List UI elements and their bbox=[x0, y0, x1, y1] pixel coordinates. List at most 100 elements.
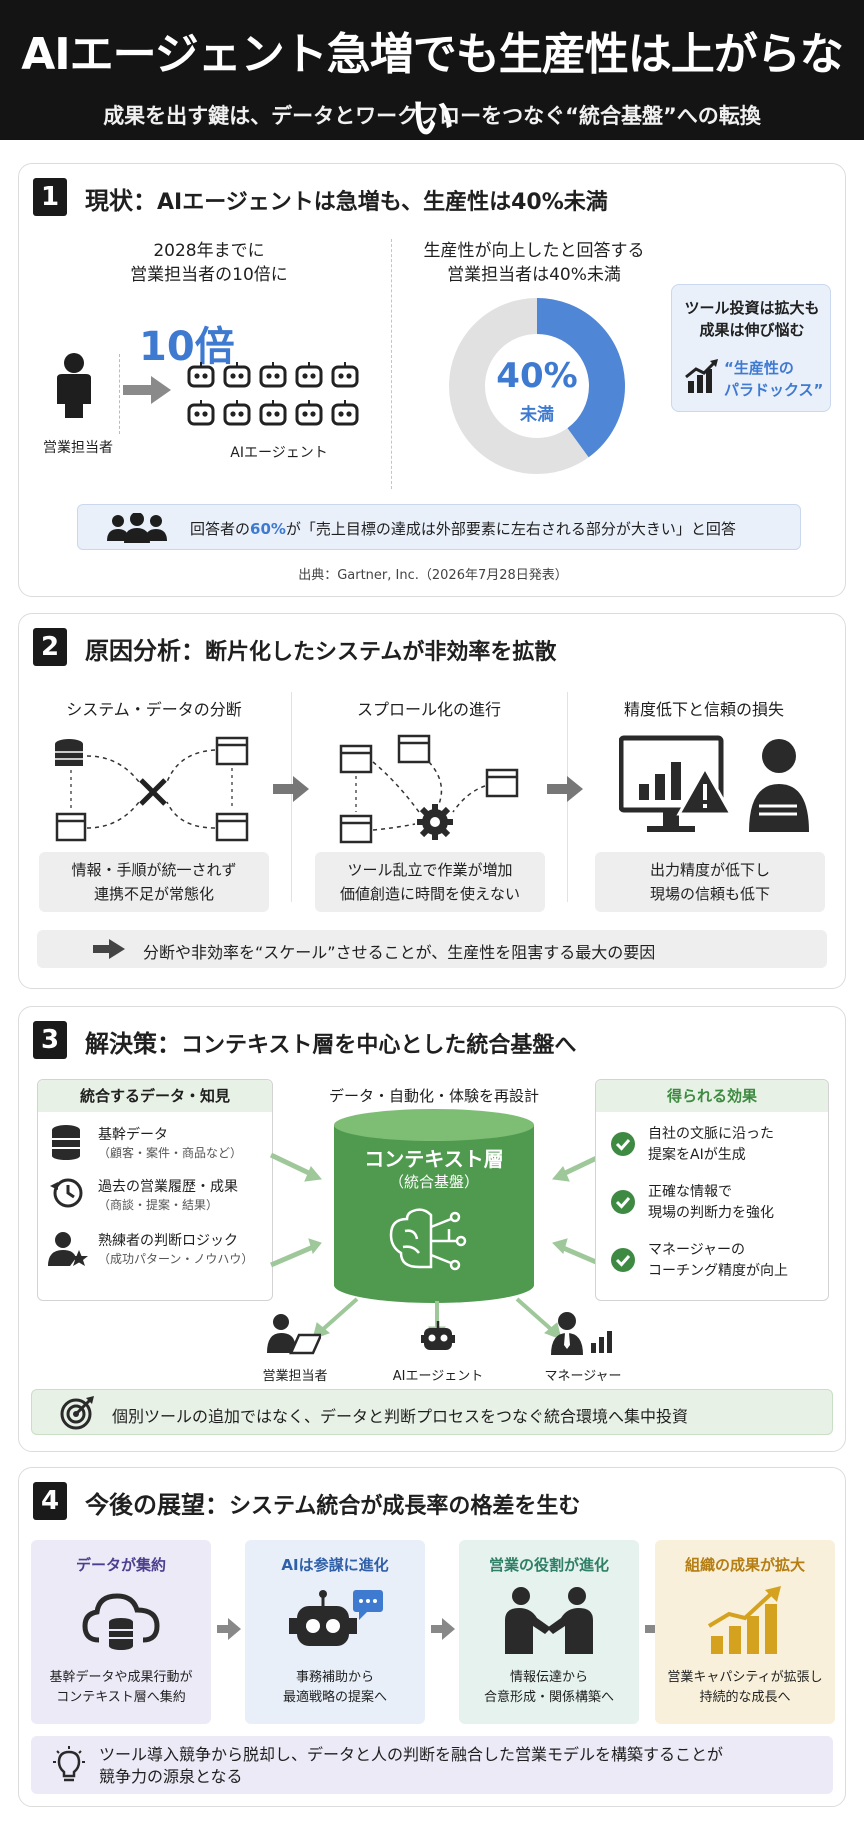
lightbulb-icon bbox=[53, 1746, 85, 1782]
redesign-caption: データ・自動化・体験を再設計 bbox=[328, 1087, 539, 1105]
item-sub: （成功パターン・ノウハウ） bbox=[98, 1252, 254, 1266]
section-title: 現状：AIエージェントは急増も、生産性は40%未満 bbox=[85, 187, 608, 215]
ai-agent-robot-icon bbox=[331, 362, 359, 388]
source-note: 出典：Gartner, Inc.（2026年7月28日発表） bbox=[298, 568, 568, 583]
handshake-icon bbox=[505, 1587, 593, 1654]
ai-agent-robot-icon bbox=[331, 400, 359, 426]
section-number: 4 bbox=[33, 1482, 67, 1520]
integrated-data-panel: 統合するデータ・知見 基幹データ （顧客・案件・商品など） 過去の営業履歴・成果… bbox=[37, 1079, 273, 1301]
cylinder-title: コンテキスト層 bbox=[364, 1147, 504, 1171]
survey-text: 回答者の60%が「売上目標の達成は外部要素に左右される部分が大きい」と回答 bbox=[190, 520, 736, 538]
ai-agent-robot-icon bbox=[187, 400, 215, 426]
section-solution: 3 解決策：コンテキスト層を中心とした統合基盤へ 統合するデータ・知見 基幹デー… bbox=[18, 1006, 846, 1452]
paradox-box: ツール投資は拡大も 成果は伸び悩む “生産性の パラドックス” bbox=[671, 284, 831, 412]
manager-chart-icon bbox=[551, 1312, 612, 1355]
target-icon bbox=[60, 1396, 94, 1430]
section-title: 原因分析：断片化したシステムが非効率を拡散 bbox=[85, 637, 557, 665]
col2-title: スプロール化の進行 bbox=[356, 700, 501, 719]
fragmented-system-icon bbox=[55, 736, 249, 842]
arrow-right-icon bbox=[273, 776, 309, 802]
trust-loss-icon bbox=[619, 735, 809, 832]
ai-agent-robot-icon bbox=[259, 400, 287, 426]
benefit-text: 自社の文脈に沿った提案をAIが生成 bbox=[648, 1126, 774, 1163]
arrow-right-icon bbox=[431, 1618, 455, 1640]
ai-agent-robot-icon bbox=[259, 362, 287, 388]
col1-text: 情報・手順が統一されず連携不足が常態化 bbox=[39, 852, 269, 912]
section-title: 解決策：コンテキスト層を中心とした統合基盤へ bbox=[85, 1030, 577, 1058]
divider bbox=[119, 354, 120, 434]
col2-text: ツール乱立で作業が増加価値創造に時間を使えない bbox=[315, 852, 545, 912]
benefit-text: 正確な情報で現場の判断力を強化 bbox=[648, 1184, 774, 1221]
ten-times-label: 10倍 bbox=[139, 324, 235, 370]
context-layer-cylinder bbox=[334, 1109, 534, 1303]
section-number: 2 bbox=[33, 628, 67, 666]
benefits-panel: 得られる効果 自社の文脈に沿った提案をAIが生成正確な情報で現場の判断力を強化マ… bbox=[595, 1079, 829, 1301]
ai-agent-robot-icon bbox=[295, 400, 323, 426]
solution-summary-text: 個別ツールの追加ではなく、データと判断プロセスをつなぐ統合環境へ集中投資 bbox=[112, 1407, 689, 1426]
donut-sub: 未満 bbox=[520, 405, 554, 425]
output-label-sales: 営業担当者 bbox=[262, 1369, 328, 1384]
ai-agent-grid bbox=[187, 362, 367, 442]
flow-arrows bbox=[269, 1152, 605, 1268]
ai-agent-robot-icon bbox=[223, 400, 251, 426]
ai-agent-robot-icon bbox=[187, 362, 215, 388]
arrow-right-icon bbox=[547, 776, 583, 802]
outlook-summary-bar: ツール導入競争から脱却し、データと人の判断を融合した営業モデルを構築することが競… bbox=[31, 1736, 833, 1794]
survey-bar: 回答者の60%が「売上目標の達成は外部要素に左右される部分が大きい」と回答 bbox=[77, 504, 801, 550]
panel-title: 得られる効果 bbox=[596, 1080, 828, 1112]
item-sub: （商談・提案・結果） bbox=[98, 1198, 219, 1212]
page-title: AIエージェント急増でも生産性は上がらない bbox=[21, 29, 844, 144]
column-divider bbox=[391, 239, 392, 489]
sales-laptop-icon bbox=[267, 1314, 321, 1355]
section-title: 今後の展望：システム統合が成長率の格差を生む bbox=[85, 1491, 581, 1519]
history-clock-icon bbox=[50, 1178, 83, 1208]
arrow-right-icon bbox=[123, 376, 171, 404]
col3-title: 精度低下と信頼の損失 bbox=[623, 700, 784, 719]
item-main: 基幹データ bbox=[98, 1127, 168, 1143]
section-current-status: 1 現状：AIエージェントは急増も、生産性は40%未満 2028年までに 営業担… bbox=[18, 163, 846, 597]
people-group-icon bbox=[107, 513, 167, 543]
section-number: 1 bbox=[33, 178, 67, 216]
ai-agent-robot-icon bbox=[223, 362, 251, 388]
solution-summary-bar: 個別ツールの追加ではなく、データと判断プロセスをつなぐ統合環境へ集中投資 bbox=[31, 1389, 833, 1435]
col1-title: システム・データの分断 bbox=[66, 700, 242, 719]
donut-arc bbox=[449, 298, 625, 474]
benefit-item: マネージャーのコーチング精度が向上 bbox=[596, 1238, 828, 1288]
person-label: 営業担当者 bbox=[43, 440, 113, 456]
outlook-card-ai: AIは参謀に進化 事務補助から最適戦略の提案へ bbox=[245, 1540, 425, 1724]
item-main: 過去の営業履歴・成果 bbox=[98, 1179, 238, 1195]
benefit-item: 自社の文脈に沿った提案をAIが生成 bbox=[596, 1122, 828, 1172]
output-label-manager: マネージャー bbox=[544, 1369, 622, 1384]
section-number: 3 bbox=[33, 1021, 67, 1059]
item-main: 熟練者の判断ロジック bbox=[98, 1233, 238, 1249]
database-icon bbox=[52, 1125, 80, 1160]
arrow-right-icon bbox=[93, 939, 125, 959]
col3-text: 出力精度が低下し現場の信頼も低下 bbox=[595, 852, 825, 912]
cloud-database-icon bbox=[82, 1593, 160, 1650]
tool-sprawl-icon bbox=[339, 734, 519, 844]
check-circle-icon bbox=[611, 1190, 635, 1214]
outlook-card-data: データが集約 基幹データや成果行動がコンテキスト層へ集約 bbox=[31, 1540, 211, 1724]
check-circle-icon bbox=[611, 1132, 635, 1156]
outlook-summary-text: ツール導入競争から脱却し、データと人の判断を融合した営業モデルを構築することが競… bbox=[99, 1745, 724, 1786]
robot-chat-icon bbox=[289, 1590, 383, 1646]
cylinder-sub: （統合基盤） bbox=[388, 1173, 479, 1191]
outlook-card-sales: 営業の役割が進化 情報伝達から合意形成・関係構築へ bbox=[459, 1540, 639, 1724]
item-sub: （顧客・案件・商品など） bbox=[98, 1146, 243, 1160]
cause-summary-bar: 分断や非効率を“スケール”させることが、生産性を阻害する最大の要因 bbox=[37, 930, 827, 968]
benefit-text: マネージャーのコーチング精度が向上 bbox=[648, 1242, 788, 1279]
growth-bars-icon bbox=[707, 1586, 781, 1654]
robot-icon bbox=[421, 1321, 455, 1350]
agent-label: AIエージェント bbox=[230, 445, 328, 461]
page-subtitle: 成果を出す鍵は、データとワークフローをつなぐ“統合基盤”への転換 bbox=[103, 104, 761, 128]
output-label-agent: AIエージェント bbox=[392, 1369, 484, 1384]
expert-star-icon bbox=[48, 1232, 88, 1266]
panel-title: 統合するデータ・知見 bbox=[38, 1080, 272, 1112]
growth-chart-icon bbox=[685, 359, 718, 393]
divider bbox=[291, 692, 292, 902]
productivity-donut-chart bbox=[449, 298, 625, 474]
donut-value: 40% bbox=[496, 356, 578, 396]
cause-summary-text: 分断や非効率を“スケール”させることが、生産性を阻害する最大の要因 bbox=[143, 943, 656, 962]
outlook-card-growth: 組織の成果が拡大 営業キャパシティが拡張し持続的な成長へ bbox=[655, 1540, 835, 1724]
agent-growth-caption: 2028年までに 営業担当者の10倍に bbox=[130, 241, 288, 285]
